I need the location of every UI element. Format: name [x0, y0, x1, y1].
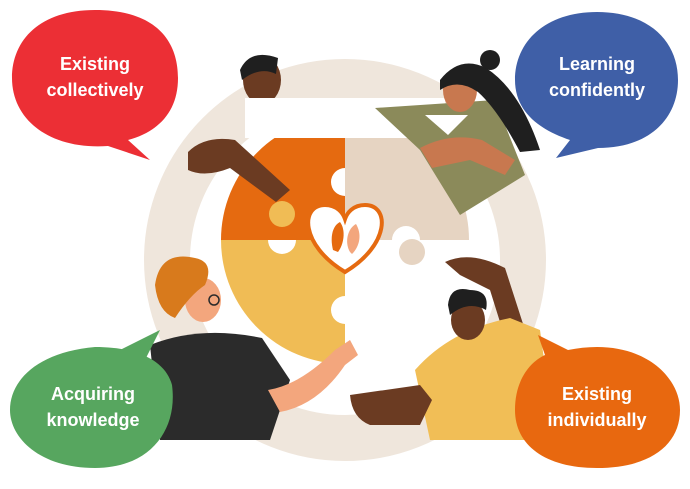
speech-bubble-top-right [515, 12, 678, 158]
bubble-line: confidently [548, 80, 645, 100]
background-ring [144, 59, 546, 461]
bubble-line: individually [547, 410, 647, 430]
bubble-label-top-right: Learning confidently [512, 51, 682, 103]
person-top-right [375, 50, 540, 215]
bubble-line: Acquiring [51, 384, 135, 404]
bubble-line: Existing [59, 54, 130, 74]
bubble-line: Learning [558, 54, 635, 74]
bubble-line: knowledge [46, 410, 140, 430]
person-bottom-left [150, 256, 358, 440]
bubble-label-bottom-right: Existing individually [512, 381, 682, 433]
puzzle-knob [399, 239, 425, 265]
speech-bubble-bottom-left [10, 330, 173, 468]
heart-hands-icon [306, 202, 384, 275]
puzzle-piece-white [345, 240, 469, 364]
bubble-line: collectively [46, 80, 144, 100]
puzzle-knob [269, 201, 295, 227]
speech-bubble-top-left [12, 10, 178, 160]
bubble-label-top-left: Existing collectively [10, 51, 180, 103]
puzzle-piece-yellow [221, 240, 345, 364]
speech-bubble-bottom-right [515, 335, 680, 468]
bubble-label-bottom-left: Acquiring knowledge [8, 381, 178, 433]
bubble-line: Existing [561, 384, 632, 404]
